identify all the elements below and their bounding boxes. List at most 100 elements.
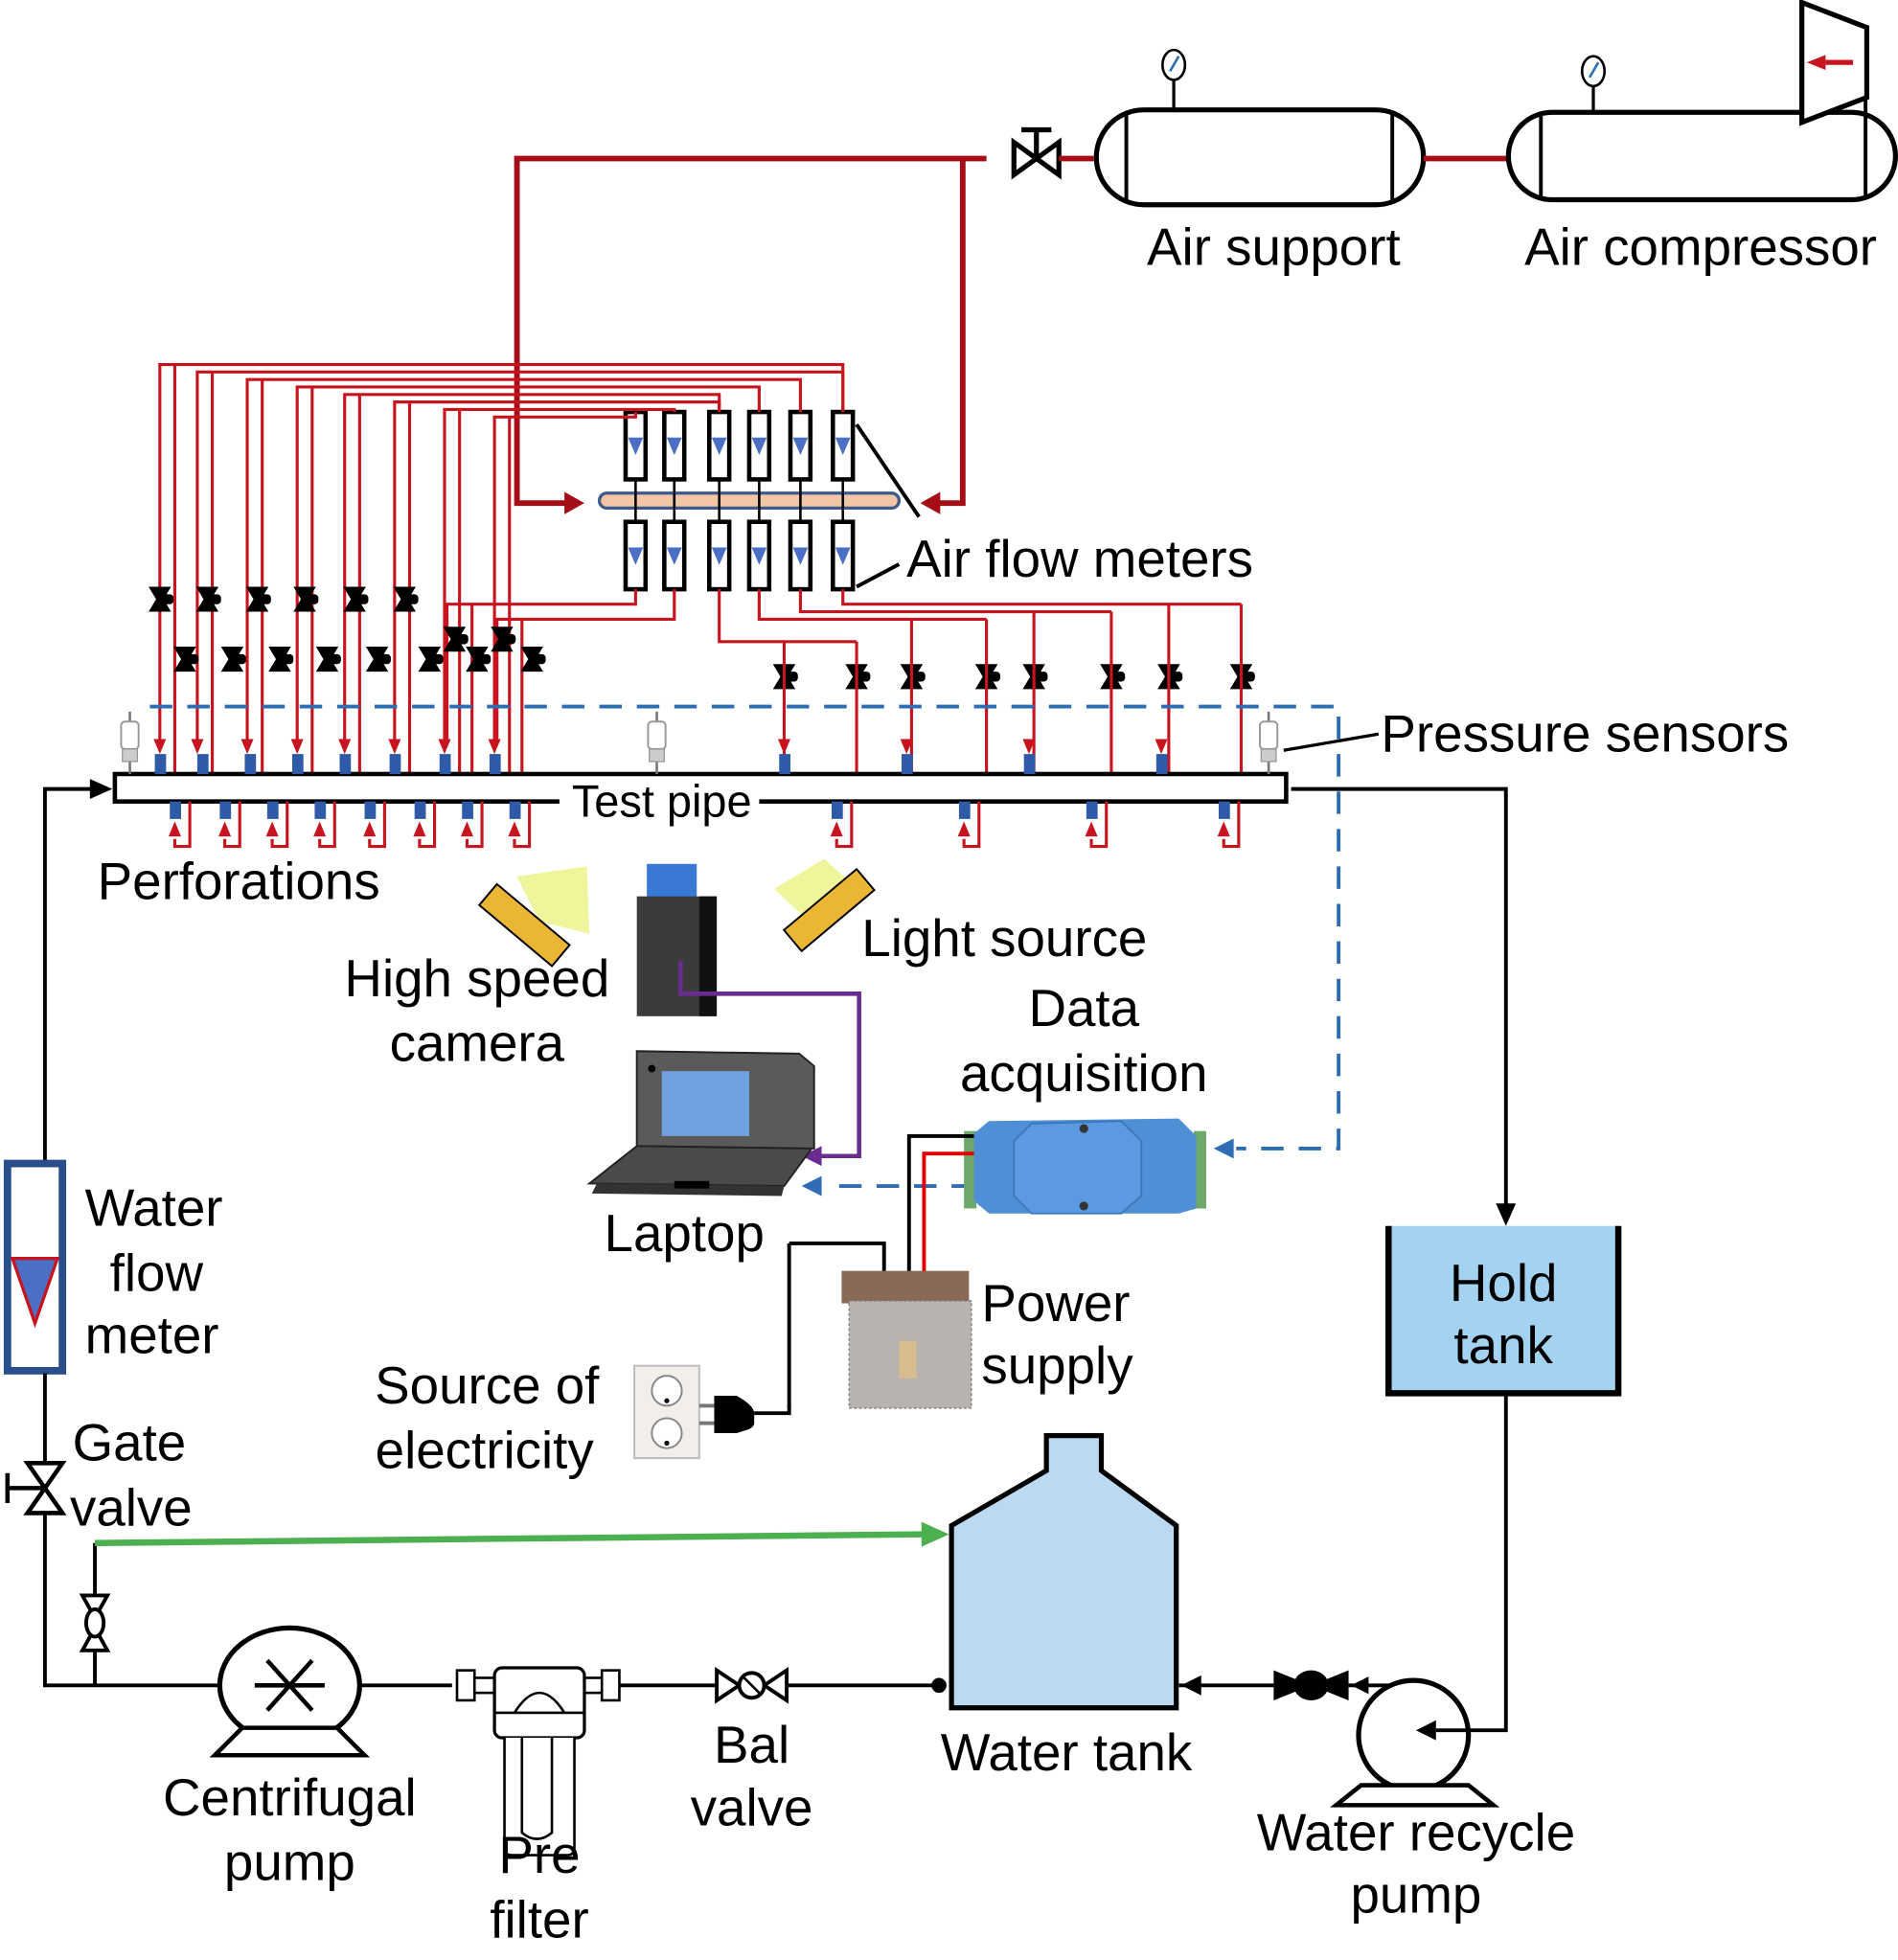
air-flow-meter [788,492,813,592]
label-water-flow-meter-1: Water [85,1178,223,1238]
perforation [219,801,232,819]
arrow-icon [168,821,181,837]
label-water-flow-meter-3: meter [85,1306,219,1365]
air-valve[interactable] [365,647,391,672]
arrow-icon [1351,1676,1369,1695]
perforation [339,754,352,774]
label-power-supply-1: Power [981,1273,1130,1333]
water-recycle-pump [1330,1677,1500,1808]
label-hold-tank-2: tank [1453,1315,1553,1375]
pre-filter [455,1666,621,1857]
arrow-icon [1806,55,1826,70]
air-valve[interactable] [149,586,174,612]
arrow-icon [801,1175,822,1197]
arrow-icon [488,739,501,755]
air-valve[interactable] [1011,126,1062,180]
air-valve[interactable] [220,647,246,672]
air-valve[interactable] [173,647,199,672]
power-supply [841,1270,972,1409]
air-valve[interactable] [443,627,469,652]
arrow-icon [1180,1675,1201,1696]
laptop-icon [586,1050,815,1197]
label-high-speed-camera-2: camera [390,1014,565,1073]
air-valve[interactable] [343,586,369,612]
perforation [314,801,327,819]
air-valve[interactable] [520,647,546,672]
air-manifold [597,491,901,511]
label-gate-valve-2: valve [70,1477,193,1537]
water-tank [949,1433,1179,1711]
arrow-icon [1213,1138,1234,1159]
label-data-acquisition-1: Data [1028,978,1139,1037]
air-flow-meter [623,409,649,493]
arrow-icon [338,739,352,755]
ball-valve[interactable] [715,1667,789,1704]
arrow-icon [313,821,327,837]
air-valve[interactable] [245,586,271,612]
light-source-left [477,866,590,968]
arrow-icon [290,739,304,755]
arrow-icon [218,821,232,837]
perforation [170,801,181,819]
air-valve[interactable] [393,586,419,612]
label-pre-filter-2: filter [490,1890,588,1949]
perforation [1155,754,1168,774]
label-perforations: Perforations [98,851,380,910]
arrow-icon [830,821,843,837]
label-source-of-electricity-1: Source of [375,1356,600,1415]
power-plug-icon [698,1395,791,1434]
label-test-pipe: Test pipe [572,776,752,826]
label-light-source: Light source [861,908,1147,968]
perforation [831,801,843,819]
arrow-icon [240,739,254,755]
test-pipe-assembly: Test pipe Pressure sensors Perforations [98,704,1790,911]
air-flow-meter-bank: Air flow meters [597,409,1253,592]
check-valve[interactable] [1273,1670,1349,1700]
air-main-line-right [936,158,966,507]
label-centrifugal-pump-1: Centrifugal [163,1767,417,1827]
air-valve[interactable] [195,586,221,612]
label-high-speed-camera-1: High speed [344,948,609,1008]
air-flow-meter [788,409,813,493]
air-valve[interactable] [315,647,341,672]
air-valve[interactable] [466,647,492,672]
perforation [291,754,304,774]
perforation [196,754,209,774]
signal-lines [149,704,1341,1197]
air-support-tank [1093,48,1427,208]
bypass-valve[interactable] [79,1593,111,1652]
hold-tank [1384,1225,1622,1397]
air-valve[interactable] [268,647,294,672]
gate-valve[interactable] [5,1461,67,1516]
arrow-icon [564,491,584,514]
label-water-recycle-pump-1: Water recycle [1257,1802,1575,1861]
perforation [509,801,521,819]
instrumentation: Light source High speed camera Laptop [344,858,1208,1480]
arrow-icon [957,821,971,837]
perforation [266,801,279,819]
arrow-icon [921,1521,949,1547]
arrow-icon [460,821,473,837]
perforation [779,754,790,774]
air-valve[interactable] [974,664,1000,690]
air-valve[interactable] [491,627,516,652]
perforation [389,754,401,774]
label-data-acquisition-2: acquisition [960,1043,1208,1103]
air-valve[interactable] [293,586,319,612]
arrow-icon [1415,1720,1436,1741]
arrow-icon [413,821,426,837]
perforation [462,801,473,819]
pressure-sensor-icon [647,711,667,774]
wall-outlet-icon [633,1364,700,1460]
air-flow-meter [746,409,772,493]
air-valve[interactable] [418,647,444,672]
arrow-icon [265,821,279,837]
label-laptop: Laptop [605,1203,765,1263]
arrow-icon [438,739,451,755]
label-gate-valve-1: Gate [73,1413,187,1472]
perforation [489,754,501,774]
pressure-sensor-icon [120,711,140,774]
air-lines-right [718,589,1244,774]
air-supply-system: Air support Air compressor [514,0,1898,514]
